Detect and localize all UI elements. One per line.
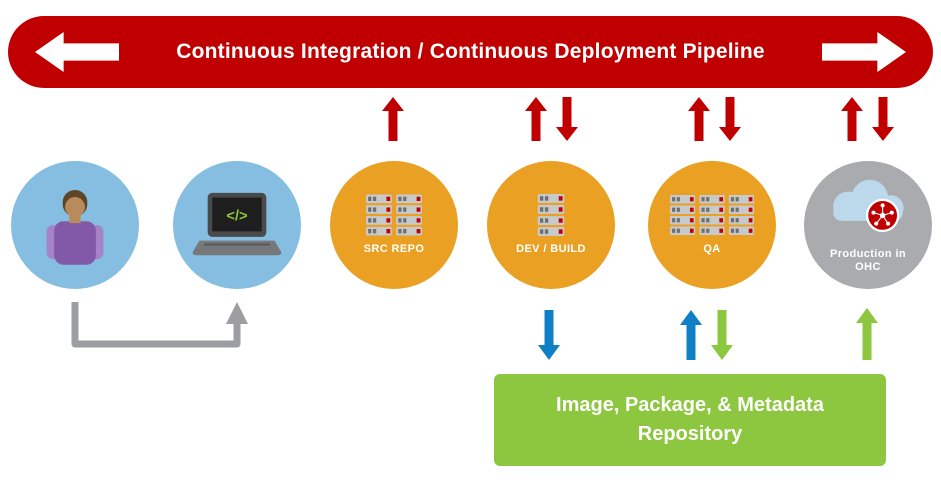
repository-label-line1: Image, Package, & Metadata <box>556 394 824 416</box>
code-brackets-glyph: </> <box>226 208 247 224</box>
server-stack-icon <box>670 194 754 236</box>
repository-box: Image, Package, & Metadata Repository <box>494 374 886 466</box>
server-stack-icon <box>537 194 565 236</box>
node-qa: QA <box>648 161 776 289</box>
node-label-dev-build: DEV / BUILD <box>516 243 586 255</box>
person-icon <box>46 189 104 265</box>
blue-down-arrow-dev-build-icon <box>538 310 560 360</box>
laptop-icon: </> <box>192 192 282 256</box>
node-dev-build: DEV / BUILD <box>487 161 615 289</box>
pipeline-banner: Continuous Integration / Continuous Depl… <box>8 16 933 88</box>
node-workstation: </> <box>173 161 301 289</box>
pipeline-title: Continuous Integration / Continuous Depl… <box>176 40 765 63</box>
node-developer <box>11 161 139 289</box>
red-up-arrow-production-icon <box>841 97 863 141</box>
cloud-icon <box>833 179 904 232</box>
red-down-arrow-dev-build-icon <box>556 97 578 141</box>
red-up-arrow-qa-icon <box>688 97 710 141</box>
green-up-arrow-production-icon <box>856 308 878 360</box>
gray-elbow-connector-arrow <box>71 302 248 348</box>
blue-up-arrow-qa-icon <box>680 310 702 360</box>
node-label-src-repo: SRC REPO <box>363 243 425 255</box>
red-up-arrow-dev-build-icon <box>525 97 547 141</box>
left-arrow-icon <box>35 31 119 73</box>
repository-label-line2: Repository <box>637 423 743 445</box>
node-label-production: Production in OHC <box>829 247 907 273</box>
green-down-arrow-qa-icon <box>711 310 733 360</box>
openshift-logo-icon <box>865 198 900 232</box>
node-label-qa: QA <box>703 243 721 255</box>
server-stack-icon <box>366 194 422 236</box>
red-down-arrow-qa-icon <box>719 97 741 141</box>
node-src-repo: SRC REPO <box>330 161 458 289</box>
red-up-arrow-src-repo-icon <box>382 97 404 141</box>
red-down-arrow-production-icon <box>872 97 894 141</box>
node-production: Production in OHC <box>804 161 932 289</box>
right-arrow-icon <box>822 31 906 73</box>
